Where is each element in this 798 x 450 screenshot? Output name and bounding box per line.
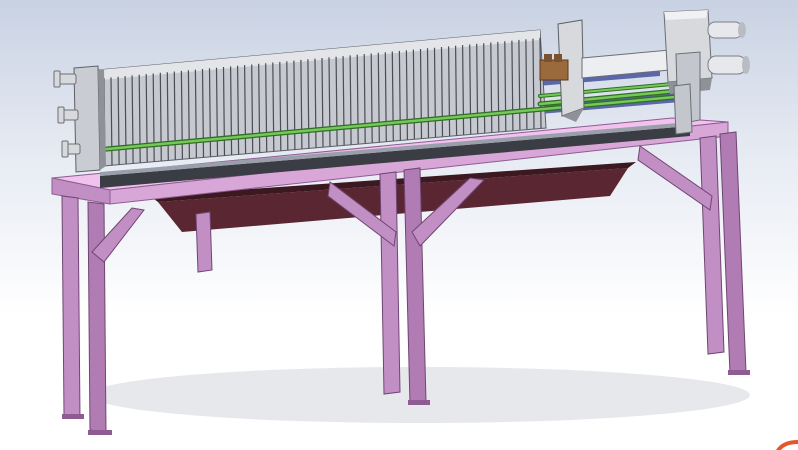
filter-plate bbox=[476, 43, 479, 134]
filter-plate bbox=[244, 65, 247, 154]
corner-logo-icon bbox=[776, 440, 798, 450]
filter-plate bbox=[469, 44, 472, 135]
filter-plate bbox=[433, 47, 437, 138]
filter-plate bbox=[222, 66, 226, 156]
filter-plate bbox=[356, 54, 359, 144]
tail-bracket bbox=[673, 83, 693, 135]
filter-plate bbox=[335, 56, 338, 146]
pressing-block bbox=[539, 54, 569, 81]
filter-plate bbox=[279, 61, 282, 151]
filter-plate bbox=[525, 39, 528, 130]
filter-plate bbox=[462, 45, 465, 135]
filter-plate bbox=[363, 54, 366, 144]
filter-plate bbox=[426, 48, 430, 138]
filter-plate bbox=[328, 57, 331, 147]
filter-plate bbox=[349, 55, 352, 145]
filter-plate bbox=[258, 63, 261, 153]
hydraulic-pipes bbox=[707, 21, 750, 75]
filter-plate bbox=[377, 52, 380, 143]
filter-plate bbox=[384, 52, 387, 142]
filter-plate bbox=[293, 60, 296, 150]
base-rail bbox=[100, 126, 690, 188]
filter-plate bbox=[518, 39, 521, 130]
filter-plate bbox=[539, 37, 542, 129]
base-rail-top bbox=[100, 122, 690, 176]
filter-plate bbox=[419, 48, 423, 139]
filter-plate bbox=[215, 67, 219, 157]
frame-legs bbox=[61, 131, 747, 433]
filter-plate bbox=[208, 68, 212, 157]
filter-plate bbox=[490, 42, 493, 133]
filter-plate bbox=[272, 62, 275, 152]
filter-plate bbox=[314, 58, 317, 148]
frame-feet bbox=[62, 370, 750, 435]
filter-plate bbox=[405, 50, 408, 140]
inlet-nozzles bbox=[53, 70, 81, 158]
filter-plate bbox=[391, 51, 394, 141]
filter-plate bbox=[286, 61, 289, 151]
filter-plate bbox=[342, 56, 345, 146]
filter-plate bbox=[532, 38, 535, 129]
filter-plate bbox=[321, 57, 324, 148]
filter-plate bbox=[440, 46, 444, 137]
frame-braces bbox=[91, 145, 713, 263]
filter-plate bbox=[237, 65, 240, 155]
filter-plate bbox=[230, 66, 233, 156]
filter-plate bbox=[455, 45, 458, 136]
filter-plate bbox=[370, 53, 373, 143]
filter-plate bbox=[511, 40, 514, 131]
filter-plate bbox=[307, 59, 310, 149]
filter-plate bbox=[398, 50, 401, 141]
filter-plate bbox=[300, 59, 303, 149]
filter-plate bbox=[265, 63, 268, 152]
filter-plate bbox=[448, 46, 451, 137]
filter-plate-stack bbox=[75, 29, 547, 169]
pressing-plate bbox=[557, 19, 585, 122]
filter-plate bbox=[483, 43, 486, 133]
filter-plate bbox=[412, 49, 415, 140]
head-plate bbox=[73, 65, 106, 173]
filter-plate bbox=[504, 41, 507, 132]
filter-plate bbox=[497, 41, 500, 132]
filter-plate bbox=[251, 64, 254, 154]
